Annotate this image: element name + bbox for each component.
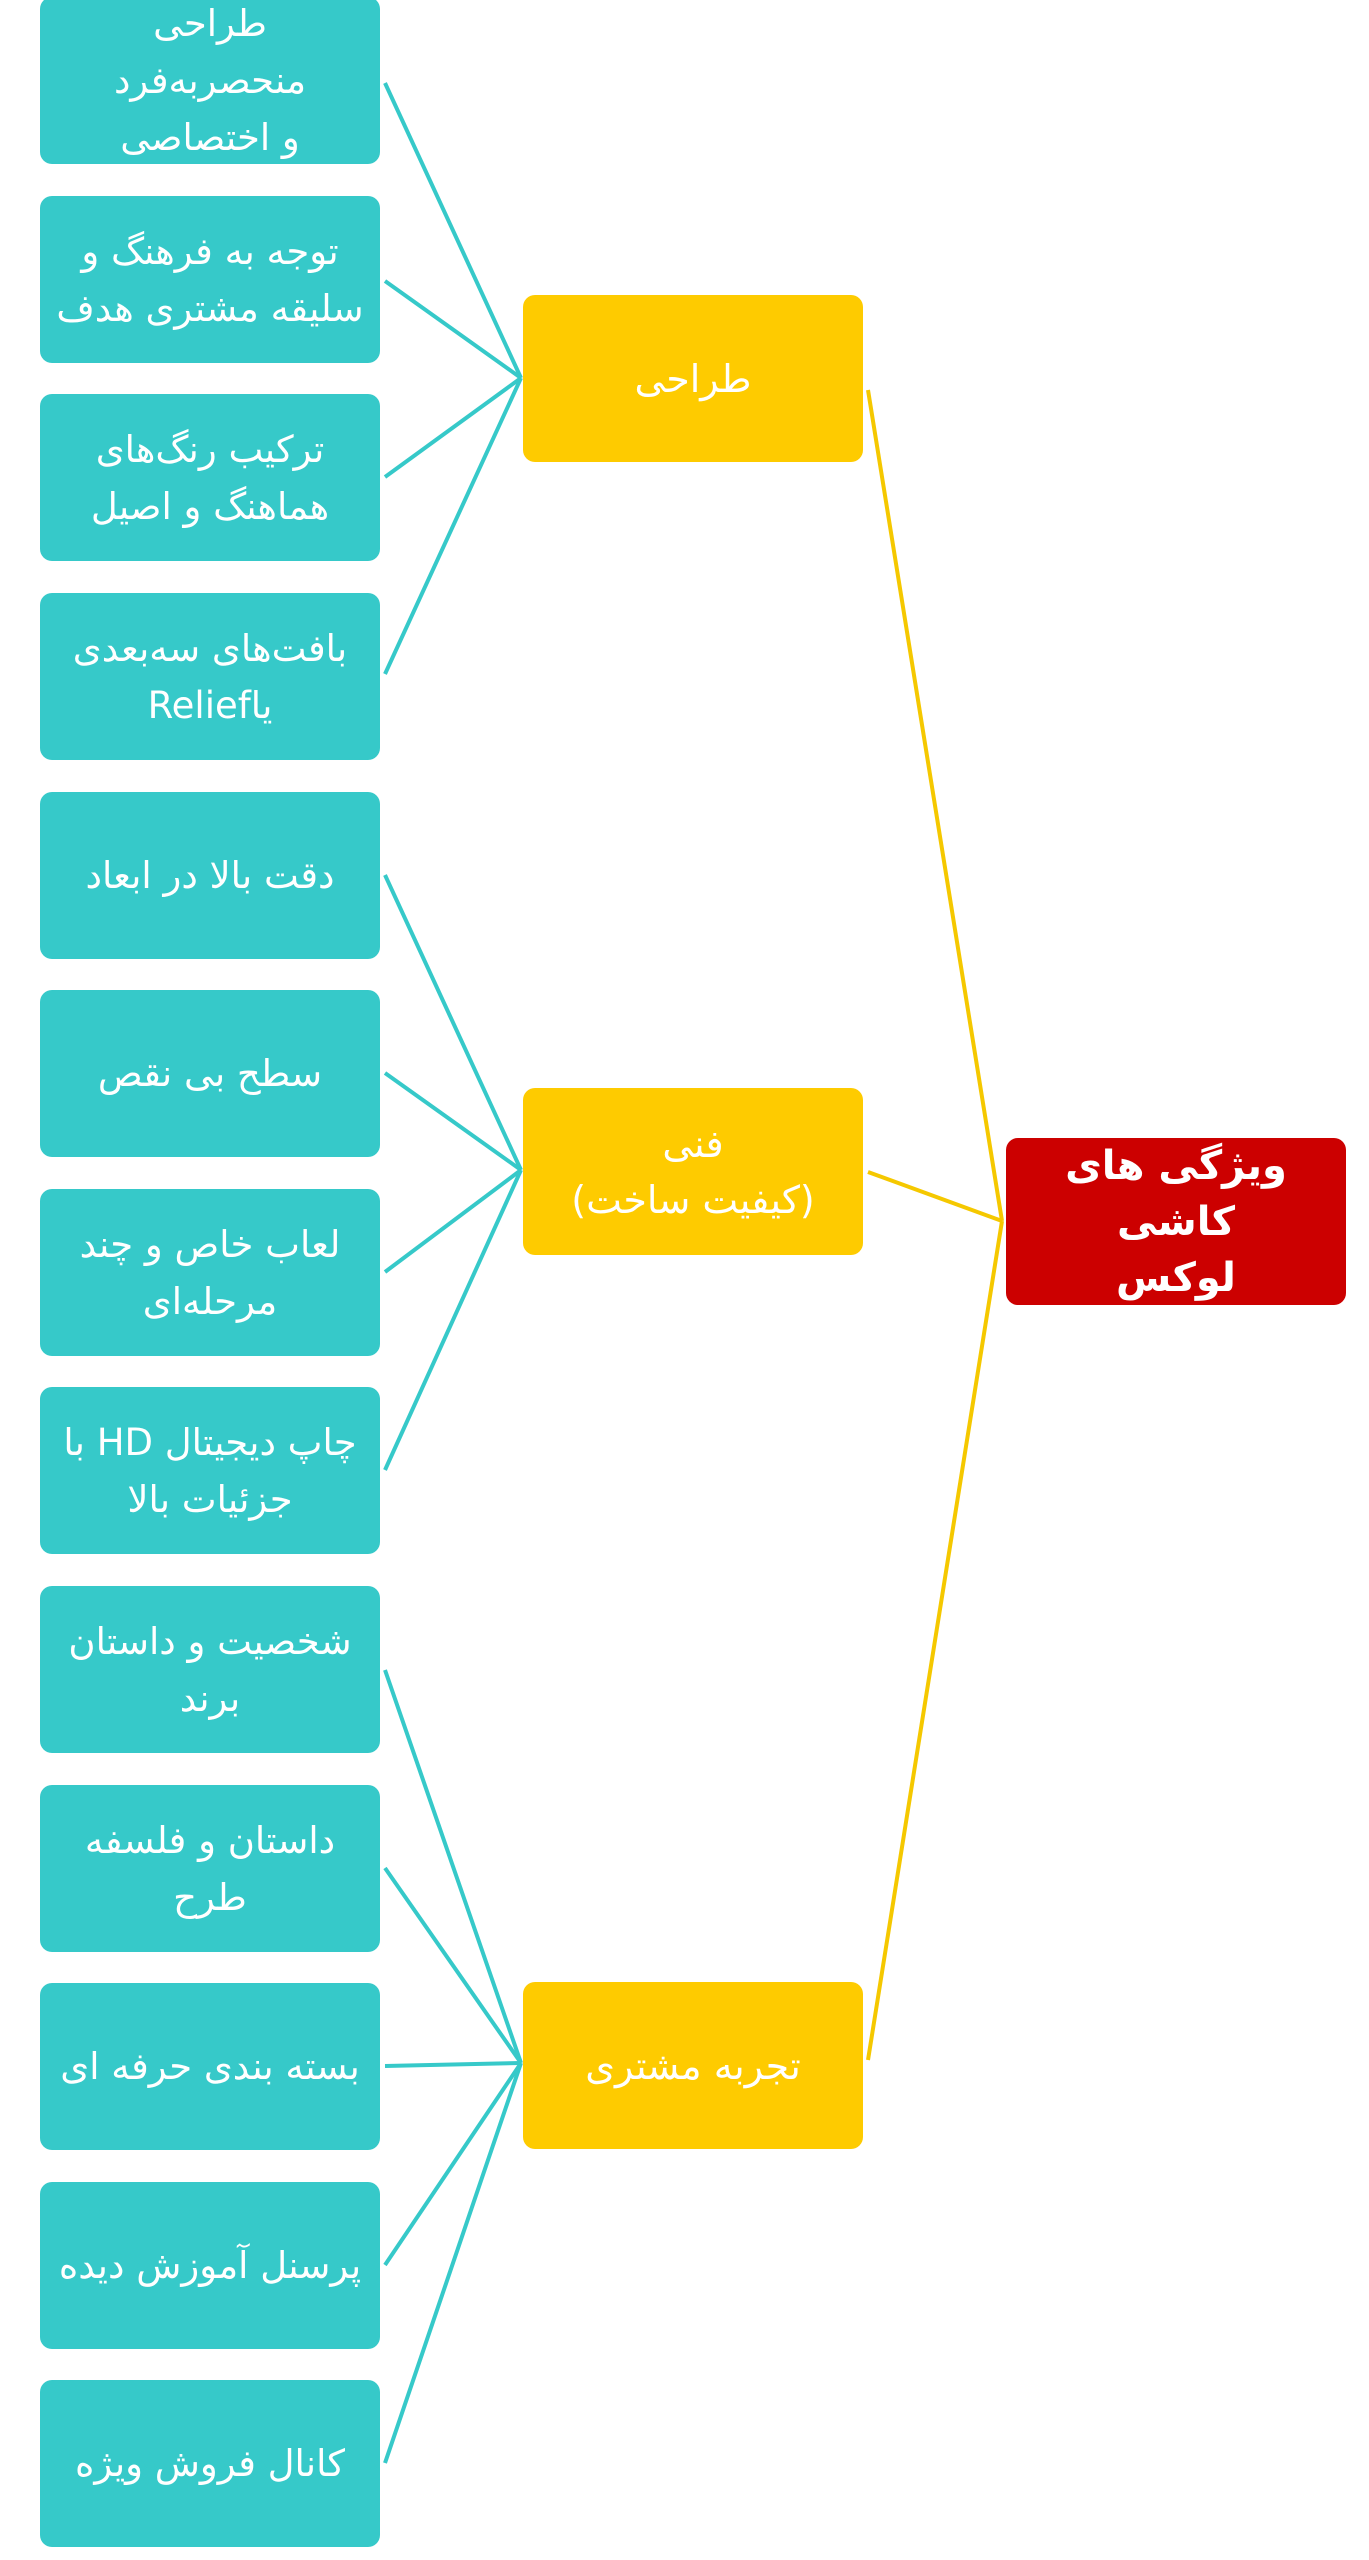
- leaf-connector-1-3: [383, 1169, 523, 1471]
- leaf-node-3d-texture: بافت‌های سه‌بعدی یاRelief: [40, 593, 380, 760]
- leaf-connector-2-1: [383, 1866, 523, 2065]
- leaf-label: پرسنل آموزش دیده: [58, 2244, 362, 2287]
- leaf-label: کانال فروش ویژه: [75, 2442, 345, 2485]
- leaf-connector-0-2: [383, 376, 523, 479]
- leaf-node-trained-staff: پرسنل آموزش دیده: [40, 2182, 380, 2349]
- leaf-node-color-combination: ترکیب رنگ‌های هماهنگ و اصیل: [40, 394, 380, 561]
- leaf-connector-2-2: [384, 2061, 522, 2068]
- leaf-connector-1-2: [383, 1168, 523, 1274]
- leaf-node-unique-design: طراحی منحصربه‌فرد و اختصاصی: [40, 0, 380, 164]
- leaf-label: سطح بی نقص: [97, 1052, 323, 1095]
- leaf-label: بسته بندی حرفه ای: [60, 2045, 360, 2088]
- leaf-label: داستان و فلسفه طرح: [84, 1818, 336, 1919]
- leaf-node-flawless-surface: سطح بی نقص: [40, 990, 380, 1157]
- leaf-label: دقت بالا در ابعاد: [85, 854, 335, 897]
- leaf-node-special-glaze: لعاب خاص و چند مرحله‌ای: [40, 1189, 380, 1356]
- leaf-connector-0-1: [383, 279, 523, 380]
- root-node-luxury-tile-features: ویژگی های کاشی لوکس: [1006, 1138, 1346, 1305]
- leaf-node-special-sales-channel: کانال فروش ویژه: [40, 2380, 380, 2547]
- leaf-node-culture-taste: توجه به فرهنگ و سلیقه مشتری هدف: [40, 196, 380, 363]
- category-connector-1: [867, 1170, 1003, 1223]
- leaf-label: شخصیت و داستان برند: [68, 1619, 352, 1720]
- leaf-node-design-philosophy: داستان و فلسفه طرح: [40, 1785, 380, 1952]
- leaf-connector-2-4: [383, 2062, 523, 2464]
- leaf-connector-2-0: [383, 1669, 523, 2064]
- leaf-node-brand-story: شخصیت و داستان برند: [40, 1586, 380, 1753]
- leaf-label: ترکیب رنگ‌های هماهنگ و اصیل: [90, 427, 330, 528]
- category-connector-2: [866, 1220, 1004, 2061]
- leaf-node-hd-digital-print: چاپ دیجیتال HD با جزئیات بالا: [40, 1387, 380, 1554]
- leaf-connector-1-1: [383, 1071, 523, 1172]
- leaf-label: توجه به فرهنگ و سلیقه مشتری هدف: [56, 229, 364, 330]
- leaf-connector-2-3: [383, 2061, 523, 2267]
- leaf-label: طراحی منحصربه‌فرد و اختصاصی: [113, 2, 307, 159]
- leaf-connector-1-0: [383, 874, 523, 1171]
- leaf-node-professional-packaging: بسته بندی حرفه ای: [40, 1983, 380, 2150]
- leaf-node-dimension-accuracy: دقت بالا در ابعاد: [40, 792, 380, 959]
- leaf-label: بافت‌های سه‌بعدی یاRelief: [72, 626, 348, 727]
- category-label-design: طراحی: [634, 356, 752, 401]
- category-node-technical: فنی (کیفیت ساخت): [523, 1088, 863, 1255]
- category-node-customer-experience: تجربه مشتری: [523, 1982, 863, 2149]
- leaf-connector-0-0: [383, 82, 523, 379]
- category-node-design: طراحی: [523, 295, 863, 462]
- leaf-label: لعاب خاص و چند مرحله‌ای: [79, 1222, 341, 1323]
- category-connector-0: [866, 389, 1004, 1222]
- category-label-customer-experience: تجربه مشتری: [585, 2043, 801, 2088]
- root-node-label: ویژگی های کاشی لوکس: [1065, 1142, 1287, 1301]
- leaf-label: چاپ دیجیتال HD با جزئیات بالا: [63, 1420, 357, 1521]
- category-label-technical: فنی (کیفیت ساخت): [571, 1121, 815, 1222]
- leaf-connector-0-3: [383, 377, 523, 675]
